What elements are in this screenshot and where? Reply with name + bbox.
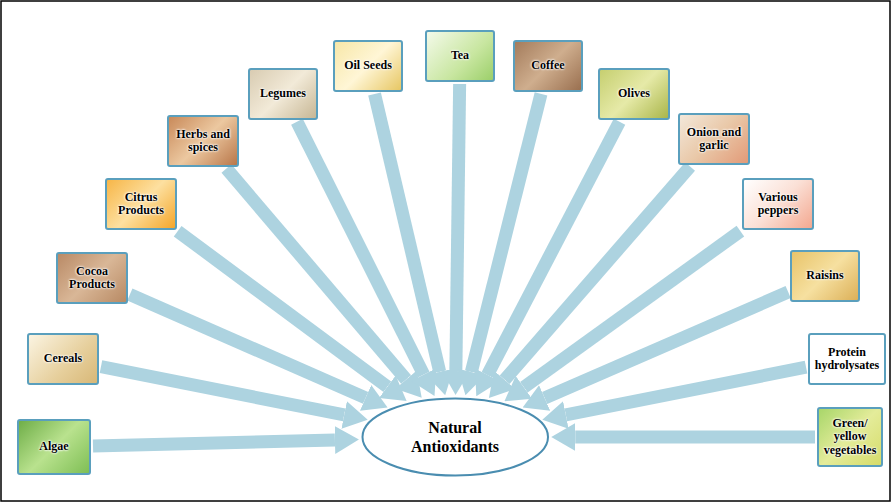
source-box: Raisins [790,250,860,302]
text-holder: Herbs and spices [173,128,233,154]
text-holder: Coffee [519,59,577,72]
source-label: Cereals [33,352,93,365]
text-holder: Green/ yellow vegetables [823,417,877,457]
central-label: Natural Antioxidants [390,418,520,456]
source-label: Oil Seeds [339,59,397,72]
text-holder: Algae [23,440,85,453]
source-label: Various peppers [748,191,808,217]
source-label: Legumes [254,87,312,100]
text-holder: Oil Seeds [339,59,397,72]
source-box: Coffee [513,40,583,92]
source-label: Olives [604,87,664,100]
source-label: Tea [431,49,489,62]
flow-arrow [566,367,806,415]
source-box: Olives [598,68,670,120]
text-holder: Olives [604,87,664,100]
source-box: Cocoa Products [56,252,128,304]
source-label: Cocoa Products [62,265,122,291]
source-box: Various peppers [742,178,814,230]
text-holder: Tea [431,49,489,62]
source-label: Herbs and spices [173,128,233,154]
source-box: Cereals [27,333,99,385]
source-box: Onion and garlic [678,113,750,165]
text-holder: Cocoa Products [62,265,122,291]
text-holder: Legumes [254,87,312,100]
source-box: Oil Seeds [333,40,403,92]
text-holder: Citrus Products [111,191,171,217]
source-label: Green/ yellow vegetables [823,417,877,457]
ellipse-shape [362,399,548,476]
flow-arrow [375,94,440,372]
source-box: Legumes [248,68,318,120]
source-box: Herbs and spices [167,115,239,167]
source-label: Onion and garlic [684,126,744,152]
source-label: Coffee [519,59,577,72]
source-label: Citrus Products [111,191,171,217]
source-label: Algae [23,440,85,453]
text-holder: Natural Antioxidants [390,418,520,456]
source-box: Citrus Products [105,178,177,230]
flow-arrow [93,440,335,446]
flow-arrow [575,431,815,444]
source-box: Algae [17,419,91,475]
text-holder: Raisins [796,269,854,282]
flow-arrow [456,84,460,371]
central-ellipse: Natural Antioxidants [361,397,550,477]
flow-arrow [178,231,388,387]
text-holder: Cereals [33,352,93,365]
source-box: Tea [425,30,495,82]
text-holder: Various peppers [748,191,808,217]
source-box: Protein hydrolysates [808,333,886,385]
source-label: Protein hydrolysates [814,346,880,372]
source-box: Green/ yellow vegetables [817,407,883,467]
source-label: Raisins [796,269,854,282]
text-holder: Onion and garlic [684,126,744,152]
ellipse-outline [361,397,550,477]
text-holder: Protein hydrolysates [814,346,880,372]
